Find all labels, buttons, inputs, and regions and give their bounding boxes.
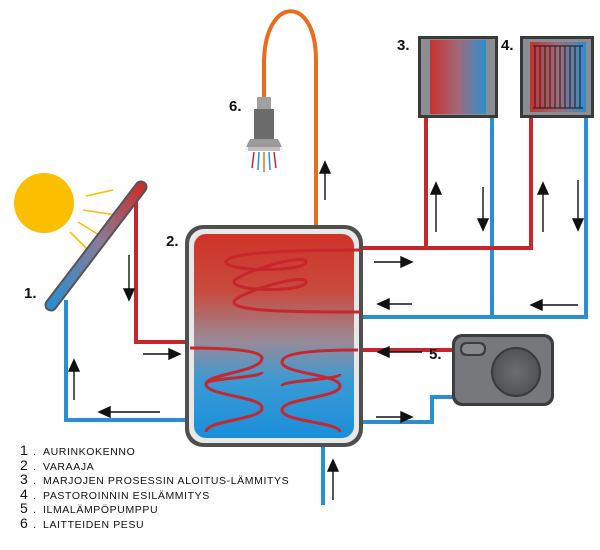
washer-nozzle-icon: [246, 97, 282, 172]
legend-text: MARJOJEN PROSESSIN ALOITUS-LÄMMITYS: [43, 475, 290, 487]
legend-item: 4. PASTOROINNIN ESILÄMMITYS: [20, 485, 320, 502]
legend-dot: .: [33, 504, 37, 516]
arrow-heatpump-left: [376, 345, 422, 359]
label-exchanger-berries: 3.: [397, 37, 410, 54]
label-collector: 1.: [24, 285, 37, 302]
arrow-tank-out-right: [374, 255, 414, 269]
legend-text: VARAAJA: [43, 460, 95, 473]
legend-text: AURINKOKENNO: [43, 446, 136, 458]
arrow-hx3-up: [429, 181, 443, 232]
heat-exchanger-berries: [418, 36, 498, 118]
legend-number: 4: [20, 485, 28, 502]
label-heat-pump: 5.: [429, 346, 442, 363]
arrow-inlet-up: [326, 458, 340, 500]
label-exchanger-pasteur: 4.: [501, 37, 514, 54]
heatpump-supply-pipe: [361, 395, 455, 424]
legend-dot: .: [33, 489, 37, 502]
storage-tank: [185, 225, 363, 447]
cold-pipes: [64, 117, 588, 505]
wash-hose: [262, 9, 318, 228]
legend-item: 6. LAITTEIDEN PESU: [20, 514, 320, 531]
arrow-return-left-far: [529, 298, 578, 312]
arrow-heatpump-out-right: [376, 410, 414, 424]
flow-arrows: [67, 160, 585, 500]
arrow-supply-right: [143, 347, 182, 361]
solar-collector: [44, 180, 148, 312]
arrow-tank-in-left: [376, 297, 412, 311]
legend-dot: .: [33, 446, 37, 458]
label-tank: 2.: [166, 233, 179, 250]
exchanger-supply-pipe: [361, 117, 533, 250]
legend-dot: .: [33, 518, 37, 531]
exchanger-return-pipe: [361, 117, 588, 319]
legend-text: LAITTEIDEN PESU: [43, 518, 145, 531]
heat-exchanger-pasteurization: [520, 36, 594, 118]
arrow-hx3-down: [476, 187, 490, 232]
lower-coil-right: [280, 348, 359, 433]
legend-item: 1. AURINKOKENNO: [20, 443, 320, 458]
legend-text: ILMALÄMPÖPUMPPU: [43, 504, 159, 516]
legend-dot: .: [33, 475, 37, 487]
fan-icon: [491, 347, 541, 397]
legend-item: 3. MARJOJEN PROSESSIN ALOITUS-LÄMMITYS: [20, 472, 320, 487]
hot-pipes: [134, 117, 533, 352]
legend-item: 2. VARAAJA: [20, 456, 320, 473]
arrow-return-up: [67, 358, 81, 400]
legend-number: 2: [20, 456, 28, 473]
legend-item: 5. ILMALÄMPÖPUMPPU: [20, 501, 320, 516]
upper-coil: [224, 248, 362, 314]
legend-dot: .: [33, 460, 37, 473]
collector-return-pipe: [64, 300, 187, 422]
sun-icon: [14, 173, 117, 253]
arrow-return-left: [97, 405, 160, 419]
heat-pump: [452, 334, 554, 406]
legend-number: 5: [20, 500, 28, 516]
legend-number: 6: [20, 514, 28, 531]
arrow-hose-up: [318, 160, 332, 200]
label-washer: 6.: [229, 98, 242, 115]
legend: 1. AURINKOKENNO 2. VARAAJA 3. MARJOJEN PROS…: [20, 443, 320, 531]
legend-text: PASTOROINNIN ESILÄMMITYS: [43, 489, 210, 502]
arrow-hx4-down: [571, 180, 585, 232]
arrow-hx4-up: [536, 181, 550, 232]
legend-number: 3: [20, 471, 28, 487]
arrow-collector-down: [122, 255, 136, 302]
legend-number: 1: [20, 442, 28, 458]
collector-supply-pipe: [134, 190, 187, 344]
